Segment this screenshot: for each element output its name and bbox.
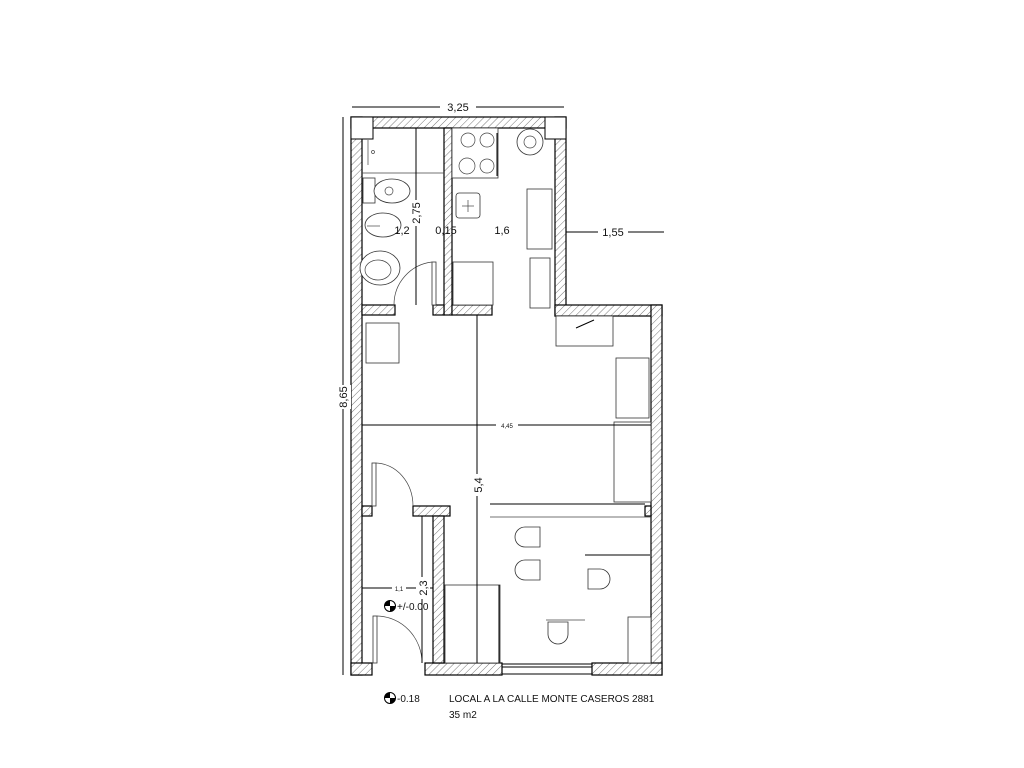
dim-total-width: 3,25 bbox=[447, 102, 468, 114]
level-marker-icon bbox=[384, 600, 396, 612]
dim-vestibule-length: 2,3 bbox=[418, 580, 430, 595]
street-door bbox=[372, 615, 423, 664]
dim-room-length: 5,4 bbox=[473, 477, 485, 492]
exterior-walls bbox=[350, 116, 663, 676]
level-street: -0.18 bbox=[397, 694, 420, 705]
dim-bath-length: 2,75 bbox=[411, 202, 423, 223]
bathroom-door bbox=[393, 261, 437, 306]
level-interior: +/-0.00 bbox=[397, 602, 429, 613]
street-window bbox=[502, 663, 592, 675]
dim-room-width: 4,45 bbox=[501, 424, 513, 430]
level-marker-icon bbox=[384, 692, 396, 704]
plan-area: 35 m2 bbox=[449, 710, 477, 721]
plan-title: LOCAL A LA CALLE MONTE CASEROS 2881 bbox=[449, 694, 655, 705]
dim-extension: 1,55 bbox=[602, 227, 623, 239]
dim-partition: 0,15 bbox=[435, 225, 456, 237]
kitchen-fixtures bbox=[451, 127, 553, 309]
dim-bath-width: 1,2 bbox=[394, 225, 409, 237]
dim-kitchen-width: 1,6 bbox=[494, 225, 509, 237]
dim-total-length: 8,65 bbox=[338, 386, 350, 407]
office-furniture bbox=[365, 315, 652, 664]
interior-walls bbox=[361, 127, 652, 664]
bathroom-fixtures bbox=[359, 140, 444, 286]
entry-door bbox=[371, 462, 414, 507]
dim-vestibule-width: 1,1 bbox=[395, 587, 404, 593]
